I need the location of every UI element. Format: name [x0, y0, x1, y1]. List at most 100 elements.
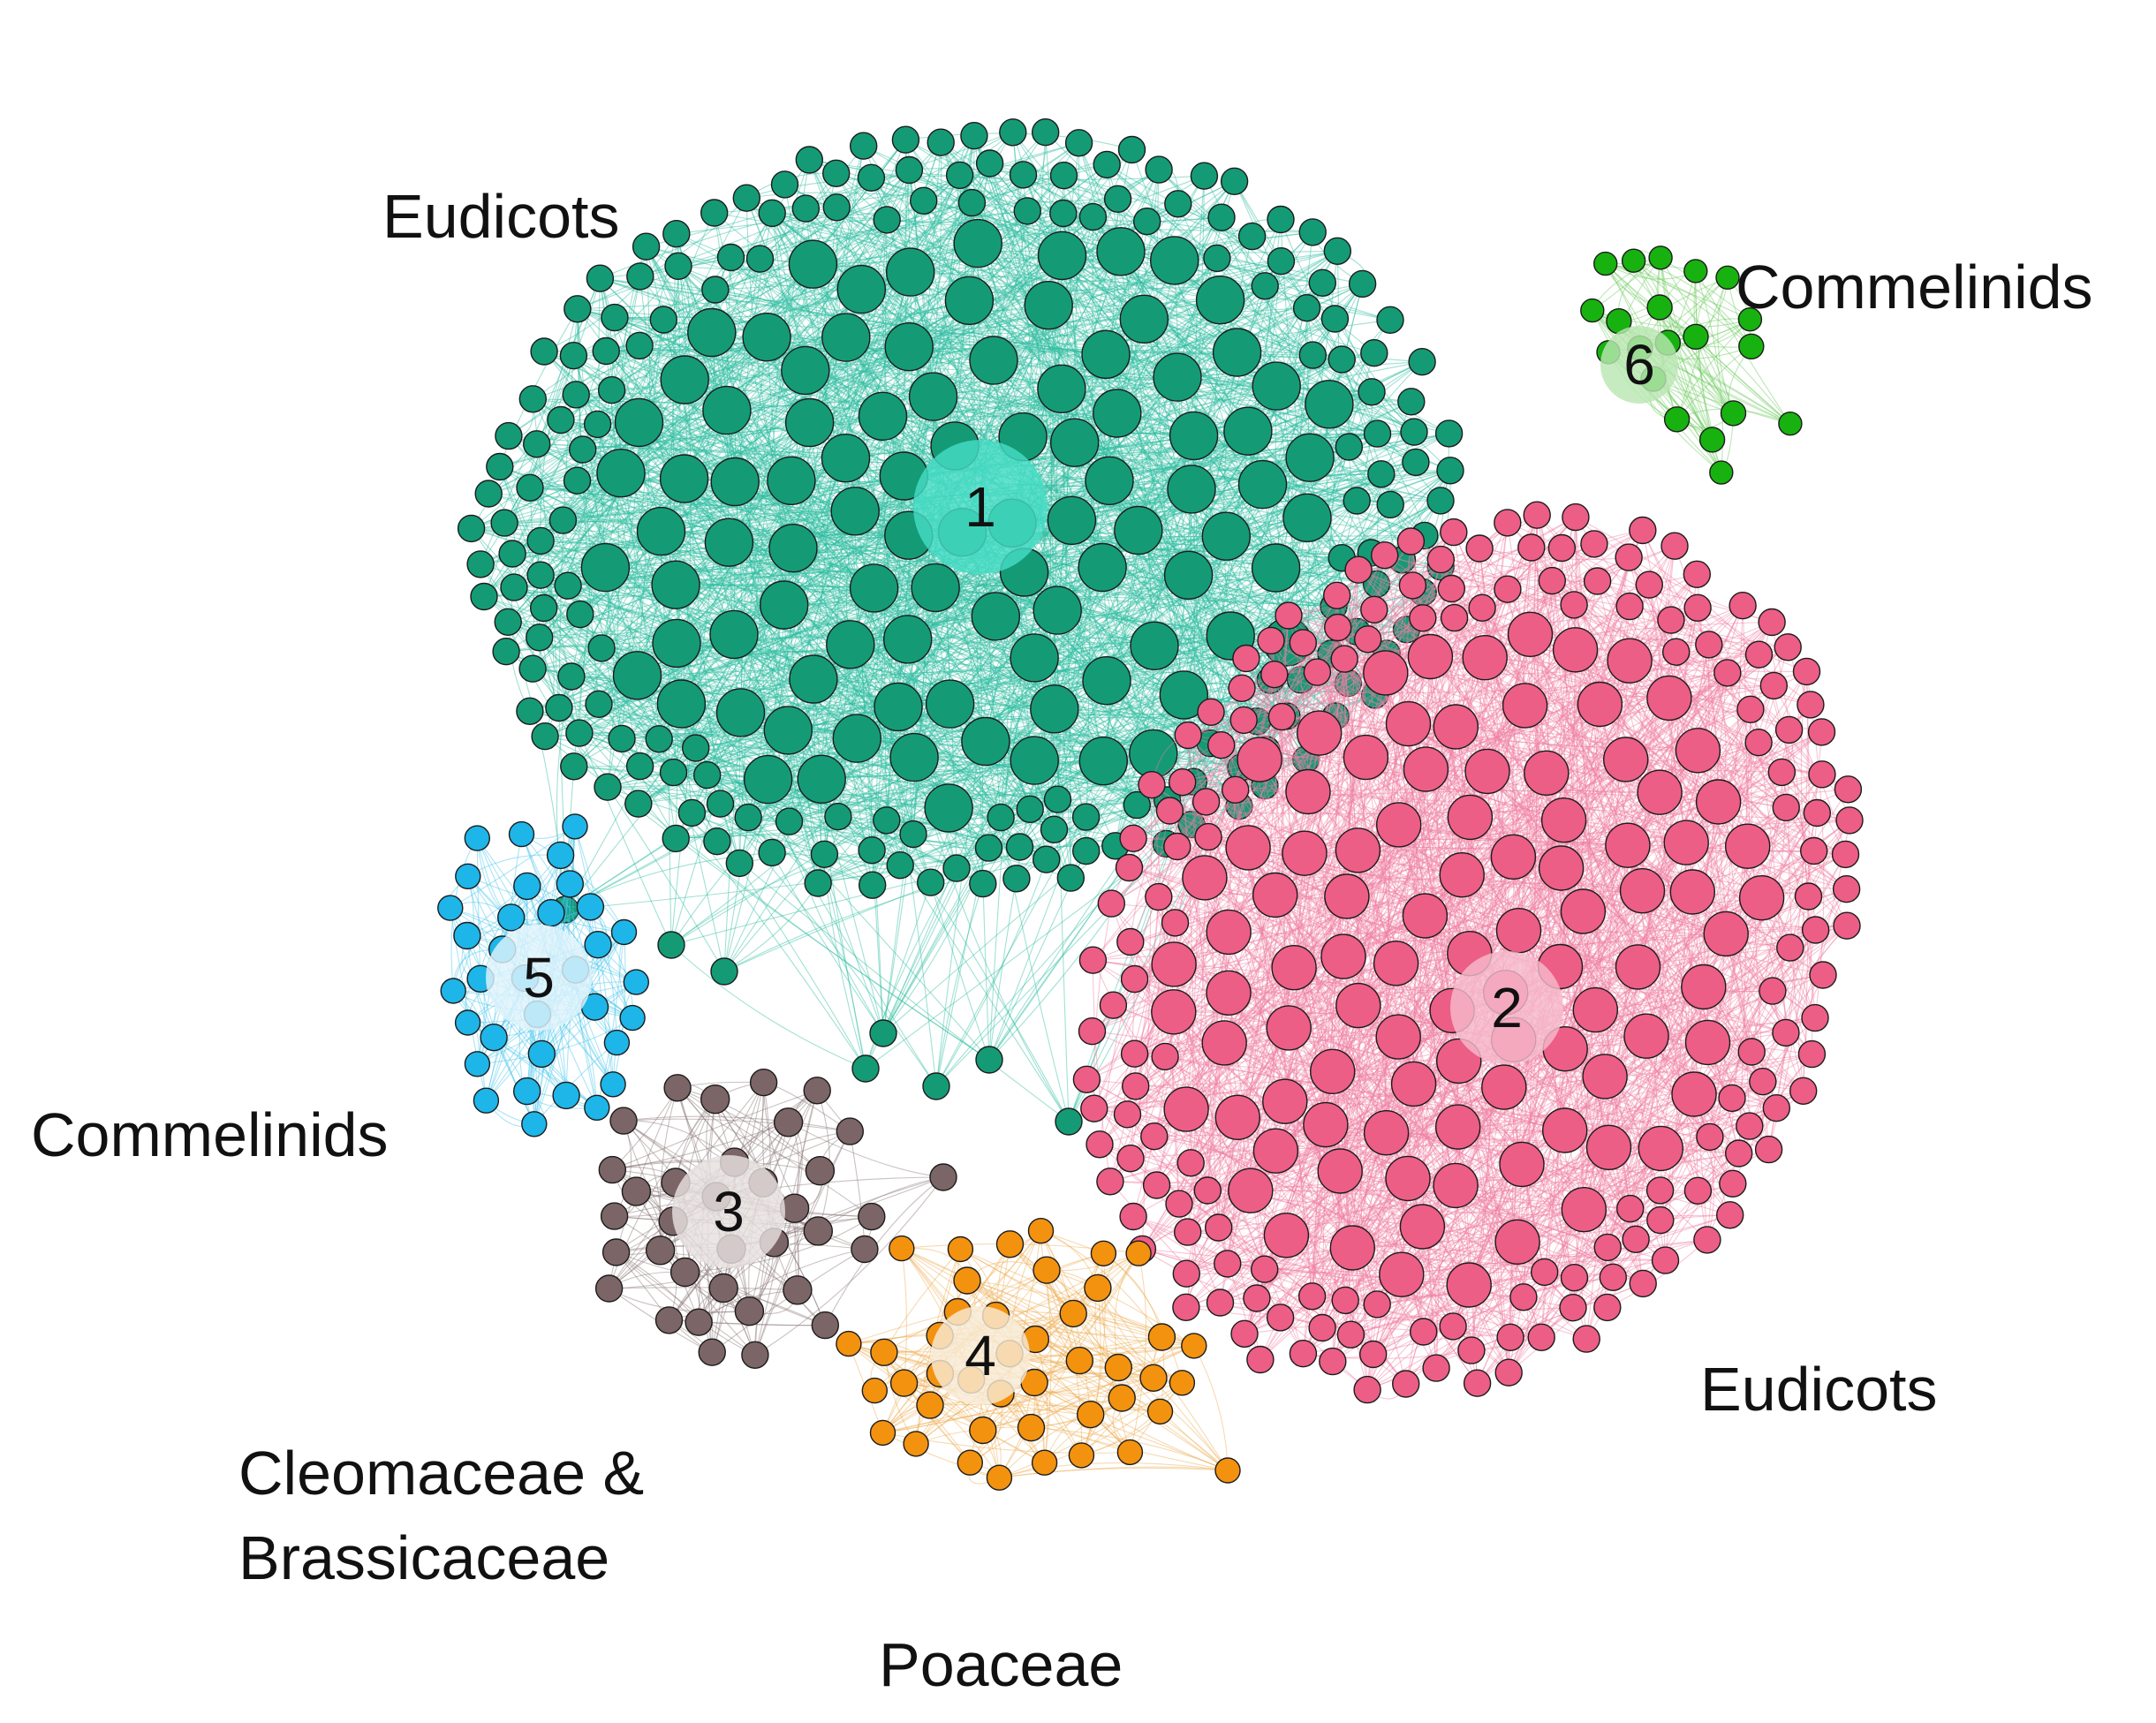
- edge: [605, 351, 1020, 848]
- node: [1572, 986, 1619, 1033]
- node: [1116, 1144, 1145, 1173]
- node: [1638, 1125, 1684, 1172]
- edge: [663, 177, 872, 321]
- edge: [972, 202, 1221, 301]
- node: [1801, 916, 1830, 944]
- node: [1778, 412, 1803, 436]
- node: [1289, 629, 1318, 657]
- edge: [503, 263, 813, 524]
- node: [725, 849, 753, 878]
- node: [783, 1275, 813, 1305]
- node: [1324, 873, 1370, 919]
- node: [508, 820, 535, 848]
- node: [1206, 909, 1252, 956]
- node: [1230, 1319, 1259, 1349]
- node: [1031, 117, 1060, 147]
- node: [1683, 1176, 1713, 1205]
- edge: [543, 351, 685, 480]
- edge: [754, 1090, 818, 1356]
- edge: [901, 1248, 1080, 1362]
- edge: [1228, 932, 1608, 1308]
- node: [559, 342, 588, 370]
- edge: [1738, 605, 1748, 1154]
- edge: [1135, 1076, 1606, 1087]
- node: [1767, 758, 1797, 787]
- edge: [483, 595, 1086, 818]
- edge: [1266, 352, 1375, 751]
- node: [601, 1238, 631, 1266]
- node: [1715, 265, 1740, 290]
- edge: [607, 559, 1403, 788]
- node: [929, 1163, 957, 1191]
- node: [474, 480, 503, 508]
- node: [1049, 199, 1078, 228]
- node: [1323, 613, 1352, 642]
- node: [1559, 1293, 1587, 1322]
- node: [1119, 824, 1147, 852]
- node: [1113, 1100, 1142, 1129]
- edge: [1134, 915, 1426, 1054]
- edge: [488, 202, 972, 495]
- edge: [1193, 1345, 1229, 1471]
- edge: [1540, 1190, 1661, 1338]
- node: [734, 1296, 765, 1326]
- edge: [1154, 500, 1441, 646]
- node: [1228, 674, 1256, 702]
- edge: [813, 175, 1064, 265]
- edge: [532, 668, 674, 774]
- node: [1169, 1370, 1196, 1396]
- node: [889, 732, 939, 782]
- node: [1801, 1003, 1829, 1032]
- node: [1718, 1084, 1746, 1113]
- node: [1237, 459, 1288, 510]
- edge: [1244, 607, 1698, 721]
- edge: [904, 1382, 1229, 1471]
- edge: [677, 265, 1192, 490]
- edge: [1153, 488, 1192, 754]
- edge: [883, 1252, 1104, 1353]
- node: [492, 638, 520, 666]
- edge: [1560, 806, 1787, 967]
- edge: [1223, 351, 1238, 637]
- edge: [539, 604, 784, 639]
- node: [909, 186, 938, 215]
- edge: [1247, 615, 1290, 849]
- edge: [882, 1432, 1000, 1478]
- node: [1056, 864, 1086, 892]
- edge: [1803, 671, 1810, 1092]
- node: [703, 827, 731, 856]
- edge: [1210, 712, 1425, 1333]
- node: [1385, 1155, 1431, 1202]
- edge: [1275, 608, 1483, 1152]
- edge: [543, 351, 987, 742]
- node: [1724, 823, 1771, 869]
- edge: [1093, 569, 1359, 1109]
- edge: [1135, 720, 1244, 1087]
- node: [1329, 1225, 1376, 1271]
- edge: [691, 353, 1107, 813]
- edge: [1373, 850, 1815, 1355]
- node: [1629, 516, 1657, 545]
- node: [1363, 650, 1409, 696]
- node: [455, 863, 481, 889]
- node: [1446, 1262, 1492, 1308]
- node: [1251, 272, 1279, 300]
- edge: [1605, 263, 1751, 321]
- node: [473, 1087, 500, 1114]
- node: [1552, 627, 1599, 673]
- node: [1580, 530, 1608, 558]
- edge: [1373, 1164, 1523, 1355]
- node: [1203, 244, 1231, 273]
- node: [1096, 1168, 1124, 1196]
- edge: [988, 535, 1227, 1061]
- node: [1375, 1014, 1421, 1060]
- edge: [935, 859, 1048, 1087]
- edge: [533, 398, 1104, 762]
- node: [922, 1072, 950, 1100]
- node: [797, 754, 846, 804]
- node: [466, 550, 495, 578]
- edge: [1304, 570, 1359, 854]
- node: [1737, 307, 1763, 332]
- edge: [636, 246, 651, 676]
- node: [1206, 970, 1252, 1016]
